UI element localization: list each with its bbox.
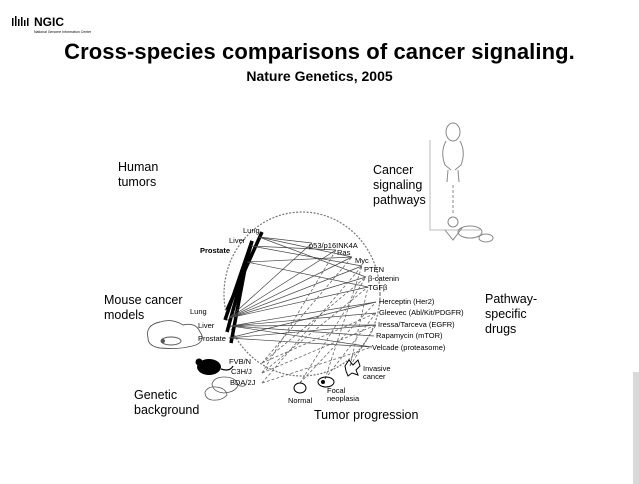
stage-invasive-cancer: Invasive cancer — [363, 365, 407, 381]
strain-bda: BDA/2J — [230, 378, 255, 387]
human-tissue-lung: Lung — [243, 226, 260, 235]
network-circle — [224, 212, 380, 376]
stage-normal: Normal — [288, 396, 312, 405]
black-mouse-icon — [196, 359, 234, 376]
invasive-cancer-icon — [345, 360, 360, 376]
mouse-tissue-lung: Lung — [190, 307, 207, 316]
drug-gleevec: Gleevec (Abl/Kit/PDGFR) — [379, 308, 464, 317]
pathway-specific-drugs-label: Pathway-specific drugs — [485, 292, 553, 337]
pathway-ras: Ras — [337, 248, 350, 257]
stage-focal-neoplasia: Focal neoplasia — [327, 387, 371, 403]
pathway-p53: p53/p16INK4A — [309, 241, 358, 250]
mouse-icon — [148, 321, 203, 349]
human-tissue-liver: Liver — [229, 236, 245, 245]
tumor-progression-label: Tumor progression — [314, 408, 424, 423]
cancer-signaling-pathways-label: Cancer signaling pathways — [373, 163, 435, 208]
pathway-illustration-icon — [430, 123, 493, 242]
drug-iressa-tarceva: Iressa/Tarceva (EGFR) — [378, 320, 455, 329]
human-tissue-prostate: Prostate — [200, 246, 230, 255]
pathway-pten: PTEN — [364, 265, 384, 274]
strain-fvb: FVB/N — [229, 357, 251, 366]
human-tumors-label: Human tumors — [118, 160, 198, 190]
drug-herceptin: Herceptin (Her2) — [379, 297, 434, 306]
drug-rapamycin: Rapamycin (mTOR) — [376, 331, 443, 340]
genetic-background-label: Genetic background — [134, 388, 204, 418]
pathway-myc: Myc — [355, 256, 369, 265]
pathway-beta-catenin: β-catenin — [368, 274, 399, 283]
drug-velcade: Velcade (proteasome) — [372, 343, 445, 352]
normal-cell-icon — [294, 383, 306, 393]
mouse-tissue-liver: Liver — [198, 321, 214, 330]
mouse-tissue-prostate: Prostate — [198, 334, 226, 343]
strain-c3h: C3H/J — [231, 367, 252, 376]
mouse-cancer-models-label: Mouse cancer models — [104, 293, 194, 323]
edge-strip — [633, 372, 639, 484]
pathway-tgfb: TGFβ — [368, 283, 387, 292]
